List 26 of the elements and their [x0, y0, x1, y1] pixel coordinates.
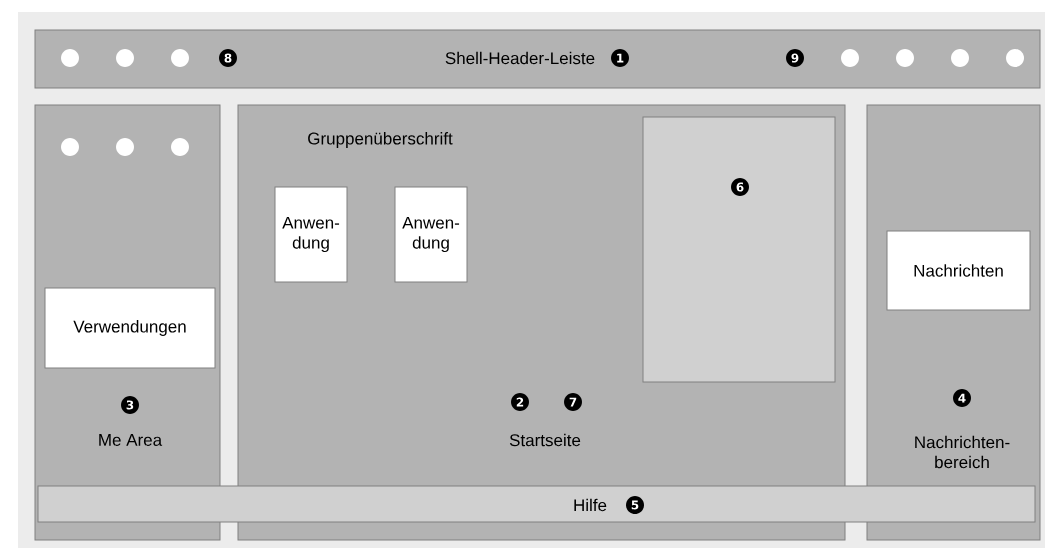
tile-box	[274, 186, 348, 283]
callout-number: 1	[611, 49, 629, 67]
tile-box	[394, 186, 468, 283]
callout-number: 2	[511, 393, 529, 411]
header-bar	[34, 29, 1041, 89]
callout-number: 5	[626, 496, 644, 514]
tile-box	[886, 230, 1031, 311]
box-label: Nachrichten	[914, 264, 1003, 277]
panel-box	[642, 116, 836, 383]
callout-number: 4	[953, 389, 971, 407]
tile-label: Anwen- dung	[282, 216, 340, 253]
callout-number: 3	[121, 396, 139, 414]
box-label: Verwendungen	[73, 320, 186, 336]
group-heading: Gruppenüberschrift	[308, 132, 453, 148]
callout-number: 7	[564, 393, 582, 411]
panel-title: Me Area	[99, 434, 163, 446]
panel-title: Startseite	[509, 433, 581, 447]
callout-number: 6	[731, 178, 749, 196]
callout-number: 9	[786, 49, 804, 67]
tile-label: Anwen- dung	[402, 216, 460, 253]
help-bar	[37, 485, 1036, 523]
tile-box	[44, 287, 216, 369]
bar-title: Shell-Header-Leiste	[445, 51, 595, 65]
panel-title: Nachrichten- bereich	[915, 435, 1010, 469]
callout-number: 8	[219, 49, 237, 67]
bar-title: Hilfe	[574, 498, 607, 512]
